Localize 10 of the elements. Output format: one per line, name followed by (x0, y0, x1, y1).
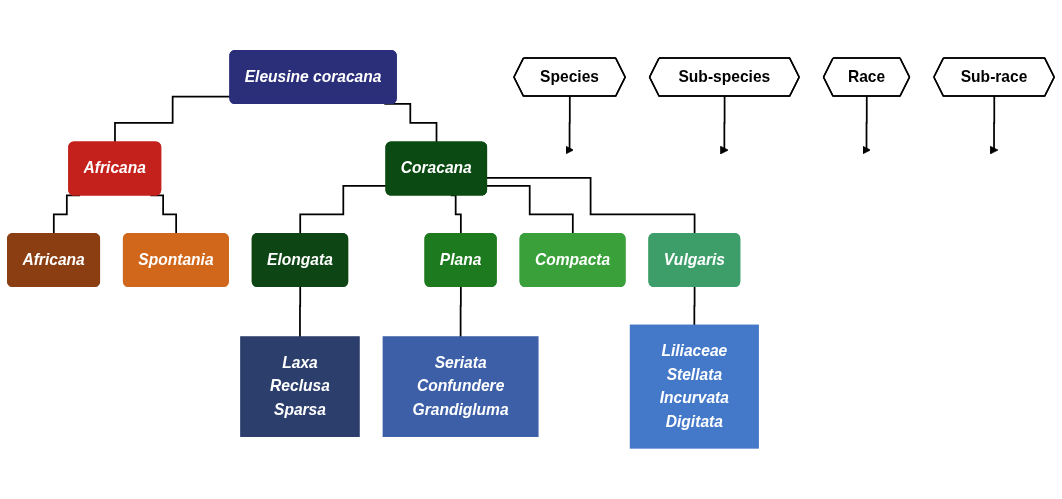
arrow (862, 95, 871, 155)
arrow (565, 95, 574, 155)
node-box: Liliaceae Stellata Incurvata Digitata (629, 324, 759, 449)
node-box: Laxa Reclusa Sparsa (240, 336, 360, 438)
connector (459, 286, 462, 338)
connector (299, 286, 302, 338)
arrow (989, 95, 999, 155)
node-box: Seriata Confundere Grandigluma (382, 336, 539, 438)
connector (693, 286, 696, 327)
arrow (720, 95, 729, 155)
